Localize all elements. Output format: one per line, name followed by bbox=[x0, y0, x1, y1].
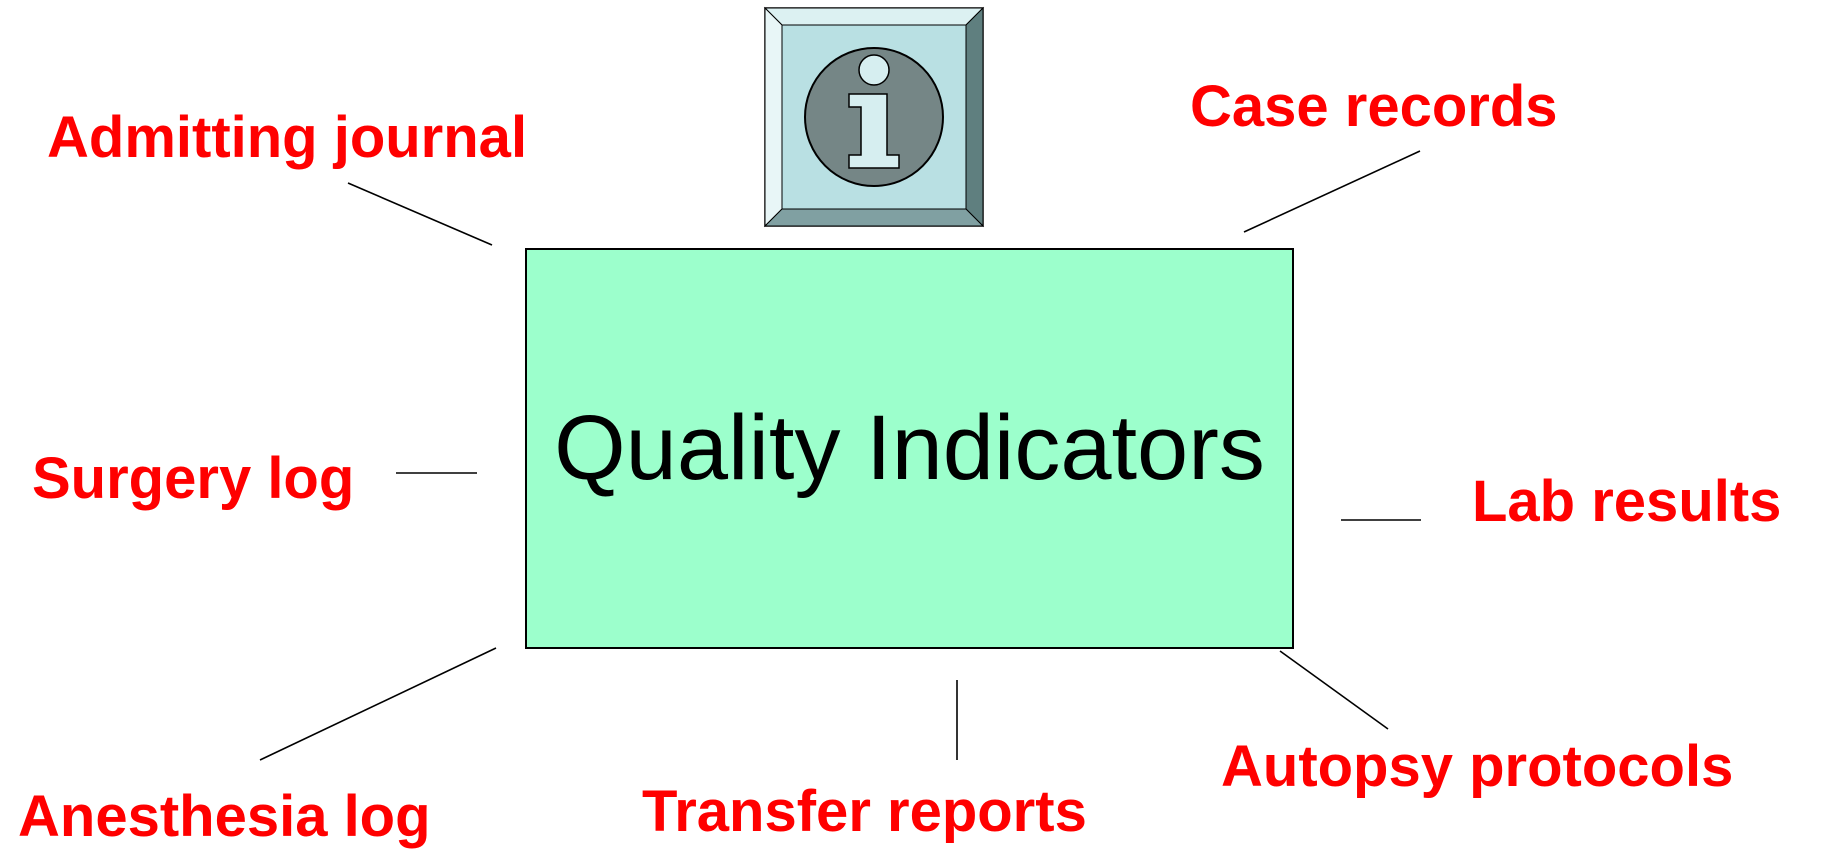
label-case-records: Case records bbox=[1190, 74, 1558, 139]
connector-case-records bbox=[1243, 150, 1421, 233]
label-admitting-journal: Admitting journal bbox=[47, 105, 528, 170]
connector-autopsy-protocols bbox=[1279, 650, 1389, 730]
connector-anesthesia-log bbox=[259, 647, 497, 761]
label-anesthesia-log: Anesthesia log bbox=[18, 784, 431, 849]
label-surgery-log: Surgery log bbox=[32, 446, 355, 511]
label-autopsy-protocols: Autopsy protocols bbox=[1221, 734, 1734, 799]
connector-admitting-journal bbox=[347, 182, 493, 246]
info-icon bbox=[763, 6, 985, 228]
central-title: Quality Indicators bbox=[554, 397, 1265, 499]
label-transfer-reports: Transfer reports bbox=[642, 779, 1087, 844]
label-lab-results: Lab results bbox=[1472, 469, 1782, 534]
central-box: Quality Indicators bbox=[525, 248, 1294, 649]
